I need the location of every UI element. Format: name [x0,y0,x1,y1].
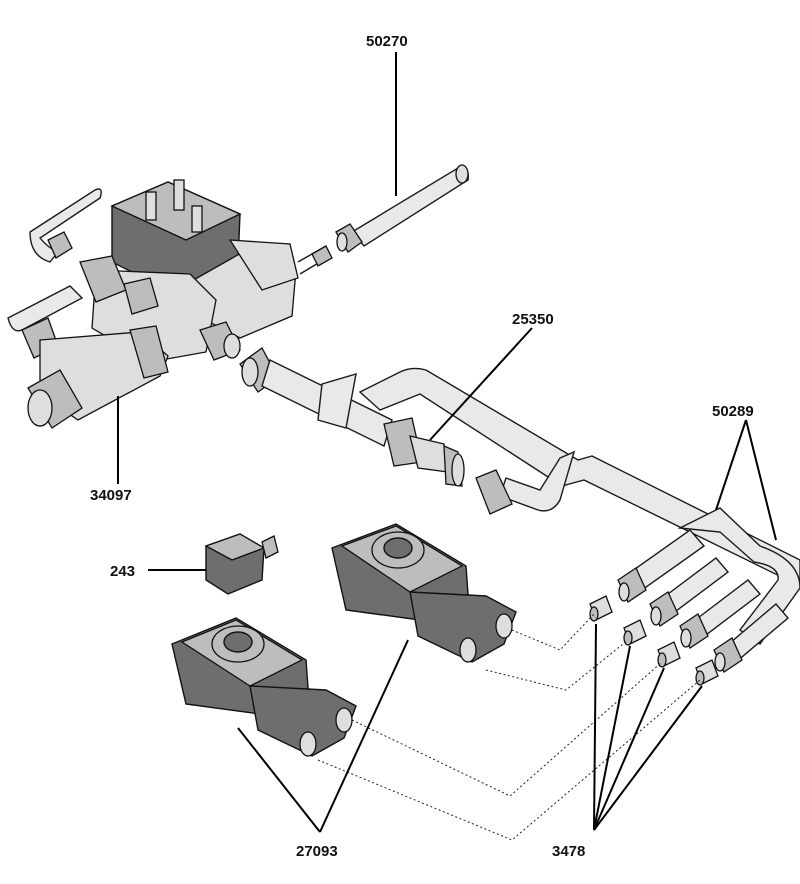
manifold-pipes-50289 [358,367,800,663]
leader-3478-b [593,645,631,831]
dotted-connectors [317,613,701,841]
flowmeter-27093-upper [331,523,517,663]
hose-50270 [297,164,469,275]
nipple-3 [657,641,681,668]
nipple-1 [589,595,613,622]
part-labels: 50270 25350 50289 34097 243 27093 3478 [90,33,754,860]
hose-50270-nut [335,223,363,253]
leader-27093-b [319,639,409,833]
branch-fitting-2 [649,591,679,627]
nipples-3478 [589,595,719,686]
solenoid-valve-assembly [7,179,299,429]
connector-243 [204,533,279,595]
label-243: 243 [110,563,135,580]
nipple-4 [695,659,719,686]
branch-fitting-1 [617,567,647,603]
leader-3478-c [593,667,665,831]
label-27093: 27093 [296,843,338,860]
label-50289: 50289 [712,403,754,420]
leader-lines [117,52,777,833]
leader-50289-b [745,419,777,541]
fitting-25350-assembly [239,347,465,487]
label-3478: 3478 [552,843,585,860]
branch-fitting-4 [713,637,743,673]
leader-25350 [429,327,533,441]
branch-fittings [617,567,743,673]
leader-3478-a [593,623,597,831]
flowmeter-27093-lower [171,617,357,757]
branch-fitting-3 [679,613,709,649]
leader-3478-d [593,685,703,831]
label-25350: 25350 [512,311,554,328]
label-34097: 34097 [90,487,132,504]
leader-50289-a [715,419,747,511]
label-50270: 50270 [366,33,408,50]
nipple-2 [623,619,647,646]
leader-27093-a [237,727,321,833]
